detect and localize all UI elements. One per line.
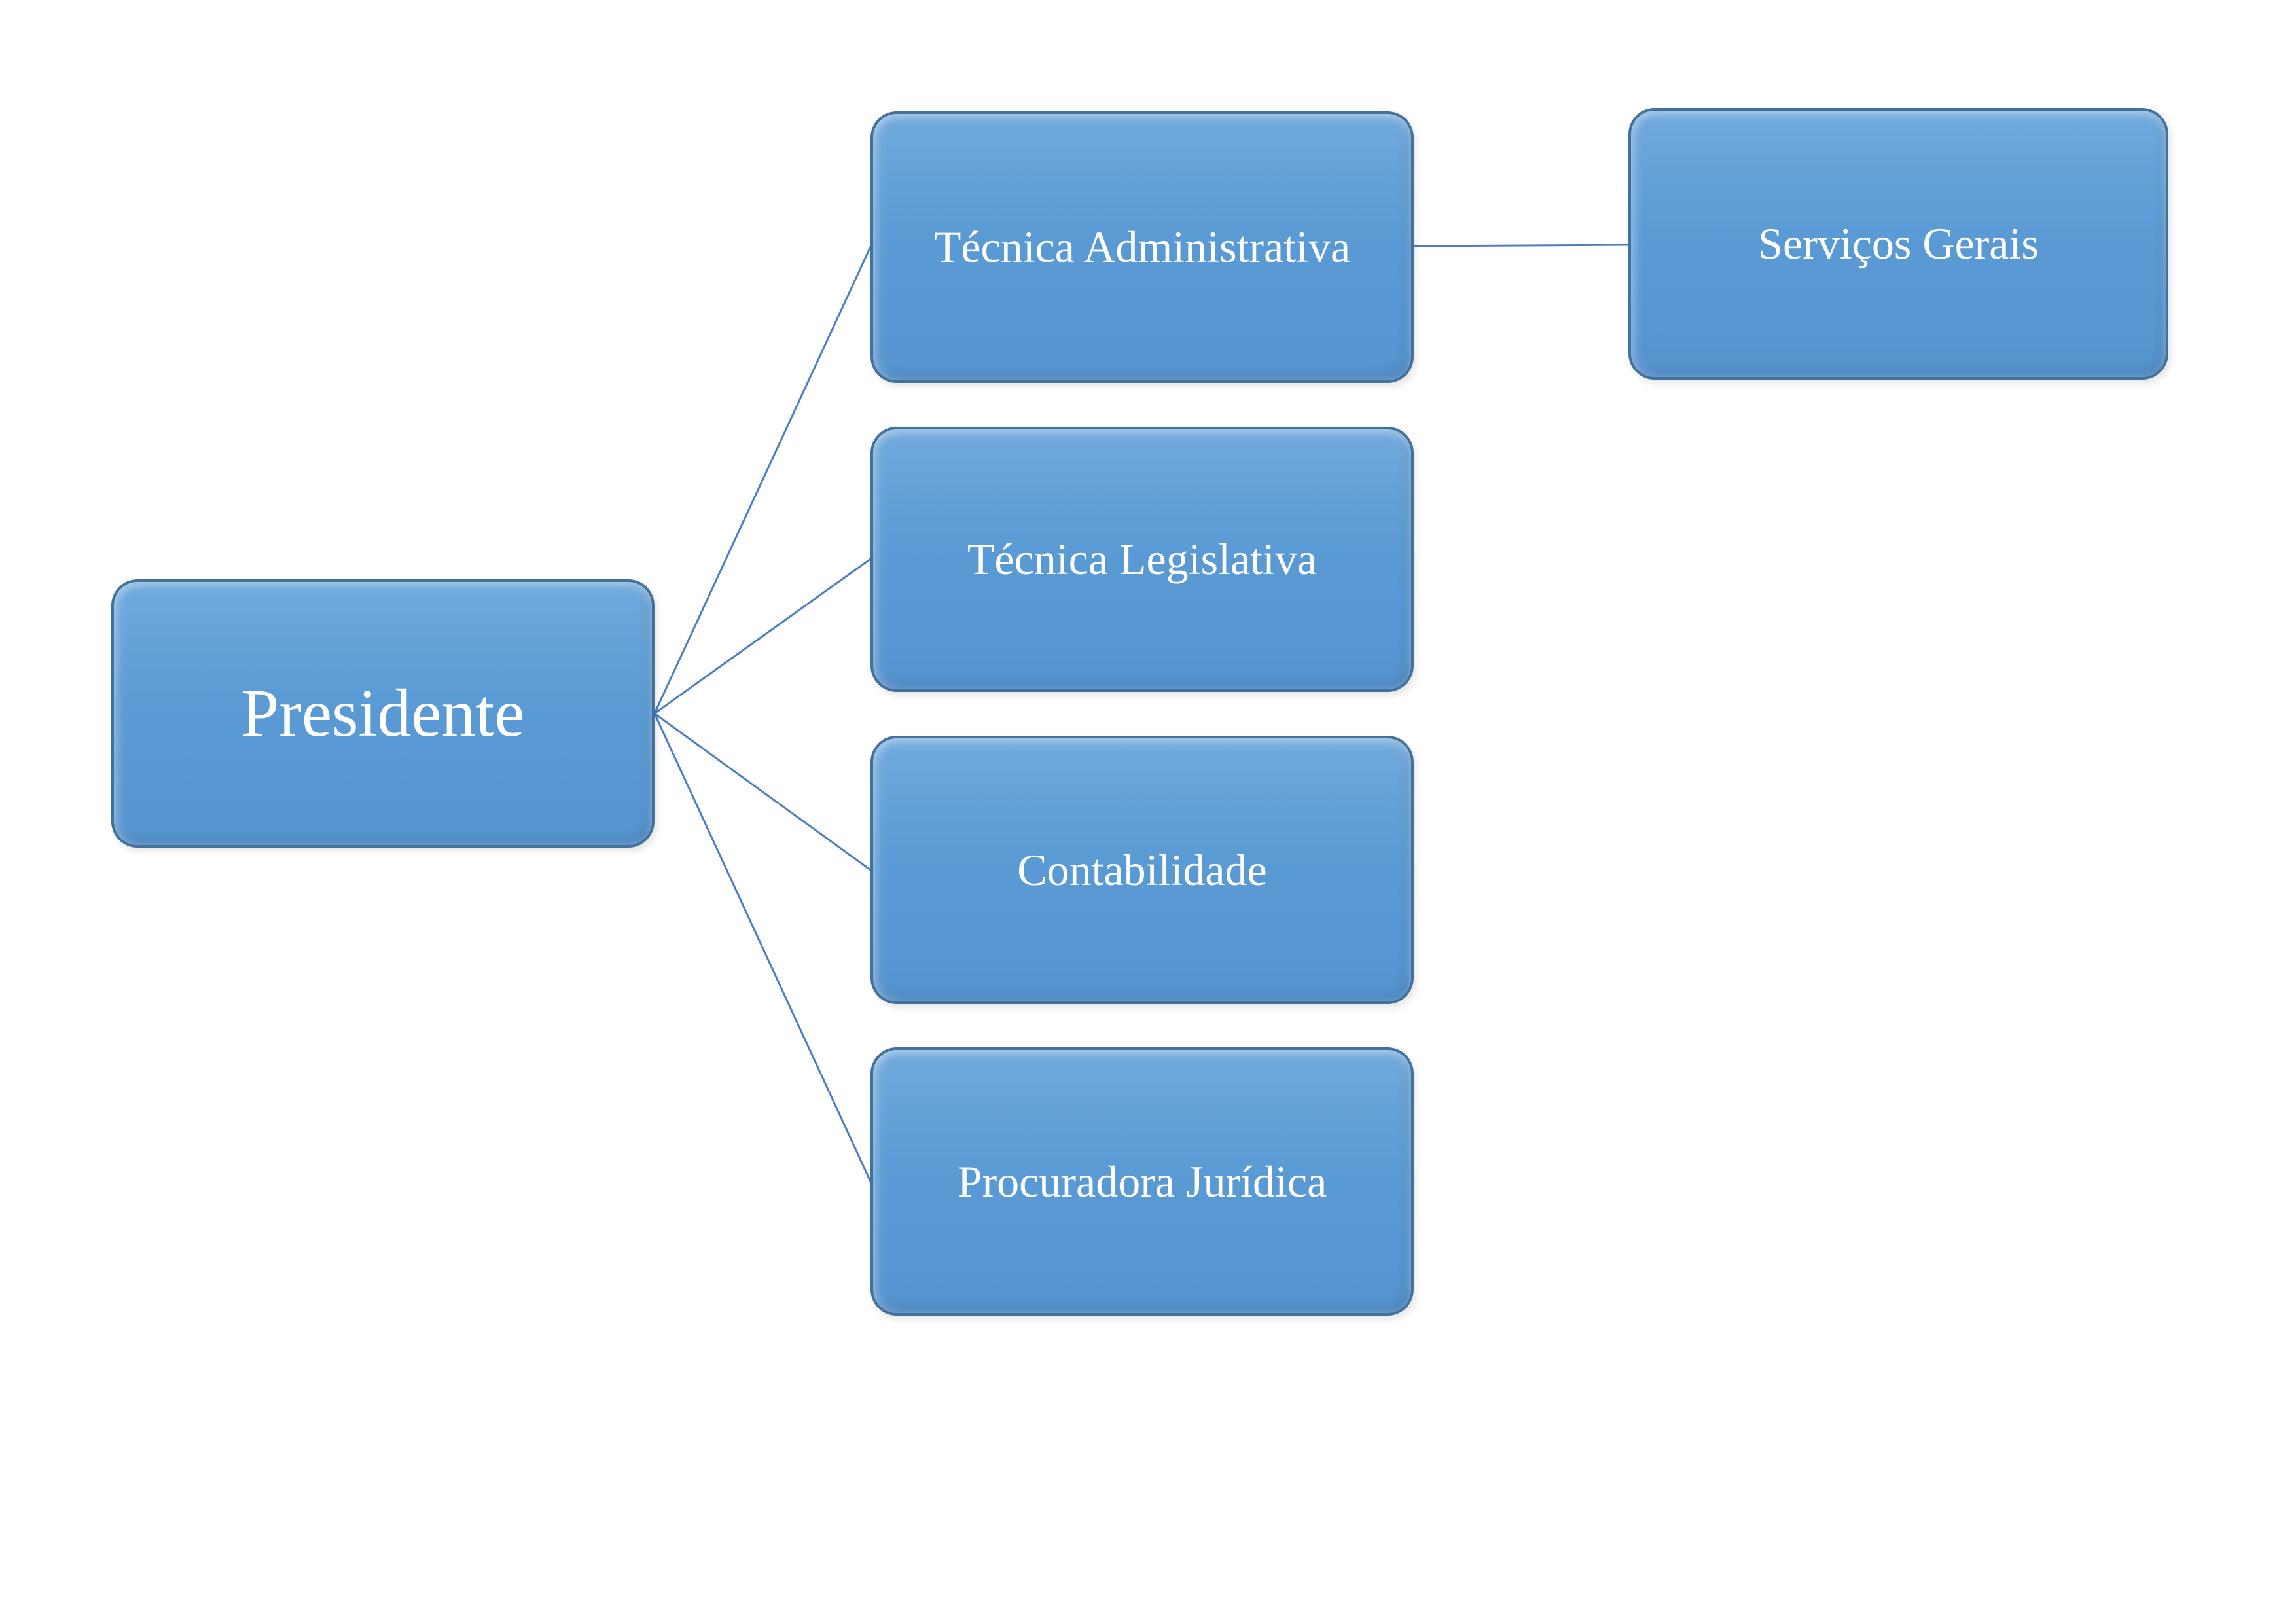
connector-tecnica-administrativa-servicos-gerais [1413, 244, 1629, 247]
connector-presidente-procuradora-juridica [653, 713, 872, 1182]
node-presidente-label: Presidente [241, 676, 525, 751]
node-tecnica-administrativa: Técnica Administrativa [870, 111, 1414, 383]
node-servicos-gerais: Serviços Gerais [1628, 108, 2168, 380]
connector-presidente-tecnica-administrativa [653, 246, 872, 714]
connector-presidente-contabilidade [654, 712, 871, 871]
node-procuradora-juridica: Procuradora Jurídica [870, 1047, 1414, 1316]
node-tecnica-administrativa-label: Técnica Administrativa [933, 222, 1351, 272]
node-tecnica-legislativa: Técnica Legislativa [870, 427, 1414, 692]
node-presidente: Presidente [111, 579, 655, 848]
connector-presidente-tecnica-legislativa [654, 558, 871, 715]
node-servicos-gerais-label: Serviços Gerais [1758, 219, 2039, 269]
node-tecnica-legislativa-label: Técnica Legislativa [967, 534, 1318, 585]
node-contabilidade-label: Contabilidade [1017, 844, 1267, 895]
node-contabilidade: Contabilidade [870, 736, 1414, 1004]
node-procuradora-juridica-label: Procuradora Jurídica [957, 1156, 1327, 1206]
